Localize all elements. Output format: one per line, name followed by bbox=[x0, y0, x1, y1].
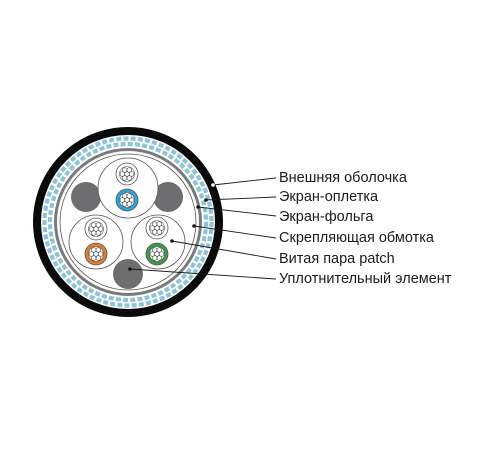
twisted-pair-top bbox=[97, 157, 159, 219]
wire-strand bbox=[129, 197, 135, 203]
wire-strand bbox=[88, 226, 94, 232]
wire-strand bbox=[95, 230, 101, 236]
wire-strand bbox=[122, 175, 128, 181]
wire-strand bbox=[91, 222, 97, 228]
label-twisted-pair: Витая пара patch bbox=[279, 251, 395, 267]
label-braid-shield: Экран-оплетка bbox=[279, 189, 379, 205]
wire-strand bbox=[126, 167, 132, 173]
label-binding-wrap: Скрепляющая обмотка bbox=[279, 230, 434, 246]
wire-strand bbox=[126, 201, 132, 207]
wire-strand bbox=[119, 197, 125, 203]
wire-strand bbox=[97, 251, 104, 257]
conductor-colored bbox=[84, 242, 108, 266]
filler-element bbox=[71, 182, 101, 212]
wire-strand bbox=[88, 251, 94, 257]
wire-strand bbox=[152, 247, 158, 253]
wire-strand bbox=[122, 201, 128, 207]
label-outer-jacket: Внешняя оболочка bbox=[279, 170, 407, 186]
wire-strand bbox=[159, 225, 165, 231]
wire-strand bbox=[122, 193, 128, 199]
wire-strand bbox=[126, 175, 132, 181]
leader-outer-jacket bbox=[211, 177, 277, 187]
wire-strand bbox=[156, 221, 162, 227]
twisted-pair-left bbox=[68, 214, 124, 270]
wire-strand bbox=[152, 255, 158, 261]
leader-foil-shield bbox=[196, 205, 277, 217]
wire-strand bbox=[97, 226, 104, 232]
filler-element bbox=[113, 259, 143, 289]
wire-strand bbox=[126, 193, 132, 199]
label-filler: Уплотнительный элемент bbox=[279, 271, 452, 287]
wire-strand bbox=[156, 247, 162, 253]
conductor-colored bbox=[115, 188, 139, 212]
wire-strand bbox=[119, 171, 125, 177]
leader-binding-wrap bbox=[192, 224, 277, 239]
wire-strand bbox=[95, 247, 101, 253]
wire-strand bbox=[152, 229, 158, 235]
leader-braid-shield bbox=[204, 196, 277, 202]
wire-strand bbox=[156, 255, 162, 261]
braid-shield-pattern-outer bbox=[42, 136, 214, 308]
wire-strand bbox=[129, 171, 135, 177]
twisted-pair-right bbox=[130, 214, 186, 270]
leader-twisted-pair bbox=[170, 239, 277, 260]
filler-element bbox=[153, 182, 183, 212]
label-foil-shield: Экран-фольга bbox=[279, 209, 374, 225]
conductor-colored bbox=[145, 242, 169, 266]
wire-strand bbox=[91, 255, 97, 261]
wire-strand bbox=[95, 222, 101, 228]
wire-strand bbox=[122, 167, 128, 173]
conductor-white bbox=[115, 162, 139, 186]
conductor-white bbox=[84, 217, 108, 241]
conductor-white bbox=[145, 216, 169, 240]
wire-strand bbox=[152, 221, 158, 227]
wire-strand bbox=[91, 247, 97, 253]
leader-filler bbox=[128, 267, 277, 280]
wire-strand bbox=[149, 251, 155, 257]
braid-shield-pattern-inner bbox=[47, 141, 209, 303]
wire-strand bbox=[149, 225, 155, 231]
wire-strand bbox=[156, 229, 162, 235]
wire-strand bbox=[91, 230, 97, 236]
wire-strand bbox=[95, 255, 101, 261]
wire-strand bbox=[159, 251, 165, 257]
